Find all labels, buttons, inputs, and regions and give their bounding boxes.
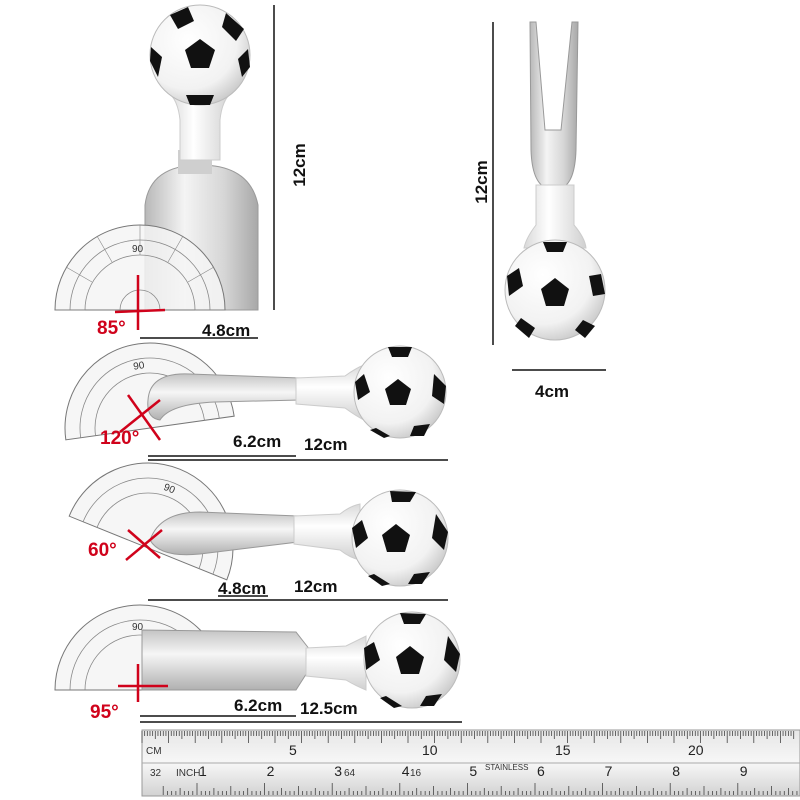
fork-prongs <box>529 21 579 189</box>
knife2-blade <box>147 373 301 421</box>
ruler-cm-unit: CM <box>146 746 162 757</box>
soccer-ball-icon <box>363 611 461 709</box>
angle-marker <box>119 394 162 441</box>
angle-marker <box>125 529 163 561</box>
ruler-inch-number: 4 <box>402 763 410 779</box>
ruler-32-label: 32 <box>150 768 162 779</box>
knife1-angle-label: 85° <box>97 318 126 339</box>
knife4-blade <box>141 629 311 691</box>
ruler-64-label: 64 <box>344 768 356 779</box>
cheese-fork: 12cm 4cm <box>472 21 606 401</box>
knife4-blade-label: 6.2cm <box>234 696 282 715</box>
angle-marker <box>118 664 168 702</box>
knife1-height-label: 12cm <box>290 143 309 186</box>
fork-neck <box>523 184 587 249</box>
ruler-brand: STAINLESS <box>485 763 528 772</box>
soccer-ball-icon <box>504 239 606 341</box>
knife4-length-label: 12.5cm <box>300 699 358 718</box>
angle-marker <box>114 275 166 330</box>
ruler-16-label: 16 <box>410 768 422 779</box>
cheese-knife-vertical: 90 85° 4.8cm 12cm <box>54 4 309 340</box>
knife3-blade <box>149 511 299 556</box>
protractor-label: 90 <box>132 244 144 255</box>
knife2-blade-label: 6.2cm <box>233 432 281 451</box>
knife1-width-label: 4.8cm <box>202 321 250 340</box>
ruler-inch-number: 2 <box>267 763 275 779</box>
ruler-inch-numbers: 1 2 3 4 5 6 7 8 9 <box>199 763 748 779</box>
fork-height-label: 12cm <box>472 160 491 203</box>
knife4-angle-label: 95° <box>90 702 119 723</box>
ruler-inch-number: 3 <box>334 763 342 779</box>
svg-text:90: 90 <box>132 622 144 633</box>
ruler-inch-ticks <box>162 783 798 795</box>
ruler-inch-number: 1 <box>199 763 207 779</box>
ruler-inch-number: 8 <box>672 763 680 779</box>
knife3-angle-label: 60° <box>88 540 117 561</box>
knife3-length-label: 12cm <box>294 577 337 596</box>
ruler-cm-ticks <box>141 731 795 743</box>
ruler-cm-number: 15 <box>555 742 571 758</box>
knife3-blade-label: 4.8cm <box>218 579 266 598</box>
soccer-ball-icon <box>351 489 449 587</box>
knife4-neck <box>305 635 367 691</box>
ruler-inch-number: 7 <box>605 763 613 779</box>
ruler-inch-number: 9 <box>740 763 748 779</box>
ruler-inch-number: 5 <box>469 763 477 779</box>
ruler-cm-number: 10 <box>422 742 438 758</box>
ruler-cm-numbers: 510152025 <box>289 742 704 758</box>
soccer-ball-icon <box>353 345 447 439</box>
protractor-icon: 90 <box>54 224 226 311</box>
ruler: CM INCH 32 64 16 STAINLESS 510152025 123… <box>141 729 800 797</box>
knife3-neck <box>293 503 361 561</box>
ruler-cm-number: 5 <box>289 742 297 758</box>
svg-text:90: 90 <box>133 360 146 373</box>
ruler-inch-number: 6 <box>537 763 545 779</box>
soccer-ball-icon <box>149 4 251 106</box>
fork-width-label: 4cm <box>535 382 569 401</box>
knife2-angle-label: 120° <box>100 428 139 449</box>
svg-text:90: 90 <box>162 482 177 497</box>
ruler-inch-unit: INCH <box>176 768 200 779</box>
spreader-knife-round: 90 60° 4.8cm 12cm <box>68 462 449 601</box>
spreader-knife-straight: 90 95° 6.2cm 12.5cm <box>54 604 462 723</box>
ruler-cm-number: 20 <box>688 742 704 758</box>
knife2-length-label: 12cm <box>304 435 347 454</box>
spreader-knife-curved: 90 120° 6.2cm 12cm <box>64 342 448 461</box>
